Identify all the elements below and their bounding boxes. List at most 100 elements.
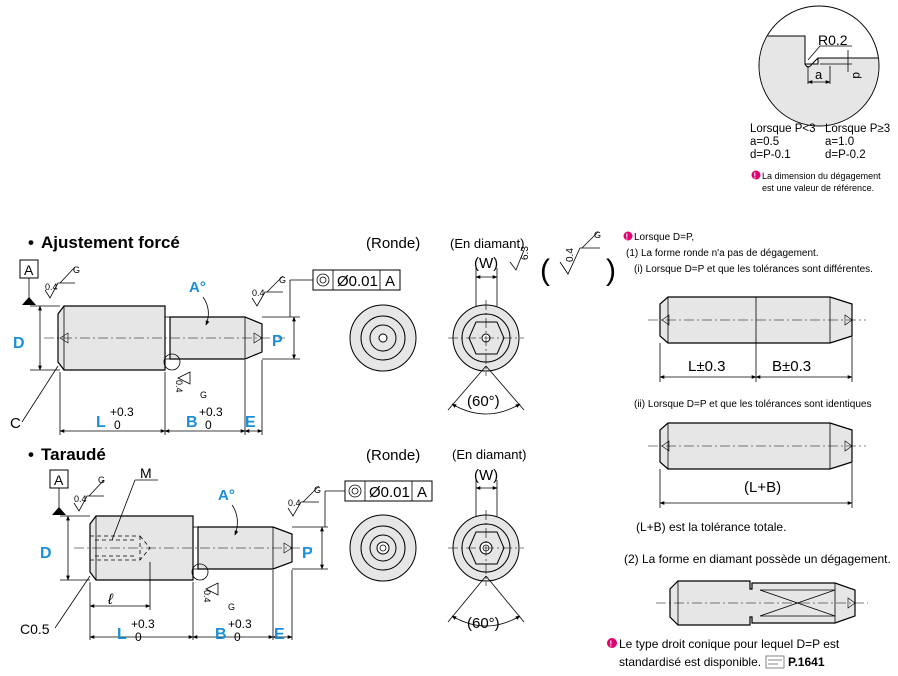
detail-a-label: a bbox=[815, 67, 823, 82]
detail-col2-title: Lorsque P≥3 bbox=[825, 123, 890, 135]
dim-B-tol: B±0.3 bbox=[772, 358, 811, 375]
angle-60-tapped: (60°) bbox=[467, 615, 500, 632]
B-tol-plus-tapped: +0.3 bbox=[228, 617, 252, 631]
label-E: E bbox=[245, 414, 256, 431]
note-icon-final: ! bbox=[607, 638, 617, 649]
round-end-view-tapped bbox=[349, 514, 417, 582]
label-P: P bbox=[272, 333, 283, 350]
detail-col1-a: a=0.5 bbox=[750, 136, 779, 148]
L-tol-plus-tapped: +0.3 bbox=[131, 617, 155, 631]
angle-60: (60°) bbox=[467, 393, 500, 410]
detail-note-line1: La dimension du dégagement bbox=[762, 171, 881, 181]
roughness-p-g-tapped: G bbox=[314, 485, 321, 495]
datum-a-label: A bbox=[24, 262, 34, 278]
detail-radius-label: R0.2 bbox=[818, 32, 848, 48]
view-round-label-tapped: (Ronde) bbox=[366, 447, 420, 464]
roughness-p-value-tapped: 0.4 bbox=[288, 498, 301, 508]
svg-text:!: ! bbox=[754, 172, 757, 181]
roughness-undercut-g-tapped: G bbox=[228, 602, 235, 612]
roughness-g-tapped: G bbox=[98, 475, 105, 485]
press-fit-title: Ajustement forcé bbox=[41, 233, 180, 252]
label-D-tapped: D bbox=[40, 545, 52, 562]
label-L: L bbox=[96, 414, 106, 431]
detail-col2-a: a=1.0 bbox=[825, 136, 854, 148]
label-E-tapped: E bbox=[274, 626, 285, 643]
dim-LB: (L+B) bbox=[744, 479, 781, 496]
view-diamond-label: (En diamant) bbox=[450, 236, 524, 251]
surface-g: G bbox=[594, 230, 601, 240]
view-diamond-label-tapped: (En diamant) bbox=[452, 447, 526, 462]
label-W-tapped: (W) bbox=[474, 467, 498, 484]
label-l: ℓ bbox=[107, 591, 114, 608]
final-note-line1: Le type droit conique pour lequel D=P es… bbox=[619, 637, 840, 651]
detail-col2-d: d=P-0.2 bbox=[825, 149, 866, 161]
L-tol-zero-tapped: 0 bbox=[135, 630, 142, 644]
pin-same-tolerances bbox=[648, 422, 866, 470]
paren-close: ) bbox=[606, 254, 616, 287]
page-ref[interactable]: P.1641 bbox=[788, 655, 825, 669]
bullet-press-fit: • bbox=[28, 233, 34, 252]
right-item1: (1) La forme ronde n'a pas de dégagement… bbox=[626, 248, 819, 259]
surface-finish-symbol: 6.3 ( 0.4 G ) bbox=[509, 230, 616, 287]
roughness-g: G bbox=[73, 265, 80, 275]
label-B-tapped: B bbox=[215, 626, 227, 643]
roughness-undercut-g: G bbox=[200, 390, 207, 400]
detail-col1-d: d=P-0.1 bbox=[750, 149, 791, 161]
L-tol-plus: +0.3 bbox=[110, 405, 134, 419]
dim-L-tol: L±0.3 bbox=[688, 358, 725, 375]
svg-text:!: ! bbox=[610, 640, 613, 649]
total-tolerance-note: (L+B) est la tolérance totale. bbox=[636, 520, 786, 534]
B-tol-zero-tapped: 0 bbox=[234, 630, 241, 644]
label-M: M bbox=[140, 465, 152, 481]
chamfer-label-tapped: C0.5 bbox=[20, 621, 50, 637]
concentricity-datum-tapped: A bbox=[417, 484, 427, 501]
datum-a-label-tapped: A bbox=[54, 472, 64, 488]
right-item2: (2) La forme en diamant possède un dégag… bbox=[624, 552, 891, 566]
label-P-tapped: P bbox=[302, 545, 313, 562]
svg-text:!: ! bbox=[626, 233, 629, 242]
roughness-undercut-value: 0.4 bbox=[174, 380, 184, 393]
final-note-line2: standardisé est disponible. bbox=[619, 655, 761, 669]
paren-open: ( bbox=[540, 254, 550, 287]
label-L-tapped: L bbox=[117, 626, 127, 643]
concentricity-value: Ø0.01 bbox=[337, 273, 378, 290]
diamond-end-view-tapped bbox=[448, 510, 524, 586]
concentricity-frame bbox=[312, 269, 401, 291]
detail-d-label: d bbox=[850, 72, 864, 79]
right-item1i: (i) Lorsque D=P et que les tolérances so… bbox=[634, 264, 873, 275]
undercut-detail: R0.2 a d bbox=[758, 5, 880, 127]
label-W: (W) bbox=[474, 255, 498, 272]
right-intro: Lorsque D=P, bbox=[634, 232, 694, 243]
detail-note-line2: est une valeur de référence. bbox=[762, 183, 874, 193]
concentricity-frame-tapped bbox=[344, 480, 433, 502]
right-item1ii: (ii) Lorsque D=P et que les tolérances s… bbox=[634, 399, 871, 410]
pin-diamond-undercut bbox=[656, 580, 868, 626]
label-A-angle: A° bbox=[189, 279, 206, 296]
B-tol-plus: +0.3 bbox=[199, 405, 223, 419]
surface-63: 6.3 bbox=[520, 246, 531, 260]
label-D: D bbox=[13, 335, 25, 352]
L-tol-zero: 0 bbox=[114, 418, 121, 432]
roughness-value-tapped: 0.4 bbox=[74, 494, 87, 504]
label-B: B bbox=[186, 414, 198, 431]
note-icon-right: ! bbox=[623, 231, 633, 242]
note-icon: ! bbox=[751, 170, 761, 181]
roughness-p-g: G bbox=[279, 275, 286, 285]
roughness-undercut-value-tapped: 0.4 bbox=[202, 590, 212, 603]
surface-04: 0.4 bbox=[565, 248, 576, 262]
B-tol-zero: 0 bbox=[205, 418, 212, 432]
diamond-end-view bbox=[448, 300, 524, 376]
label-A-angle-tapped: A° bbox=[218, 487, 235, 504]
tapped-title: Taraudé bbox=[41, 445, 106, 464]
concentricity-datum: A bbox=[385, 273, 395, 290]
view-round-label: (Ronde) bbox=[366, 235, 420, 252]
concentricity-value-tapped: Ø0.01 bbox=[369, 484, 410, 501]
detail-col1-title: Lorsque P<3 bbox=[750, 123, 816, 135]
roughness-value: 0.4 bbox=[45, 282, 58, 292]
page-ref-icon bbox=[765, 655, 785, 669]
bullet-tapped: • bbox=[28, 445, 34, 464]
roughness-p-value: 0.4 bbox=[252, 288, 265, 298]
pin-different-tolerances bbox=[648, 296, 866, 344]
round-end-view bbox=[349, 304, 417, 372]
